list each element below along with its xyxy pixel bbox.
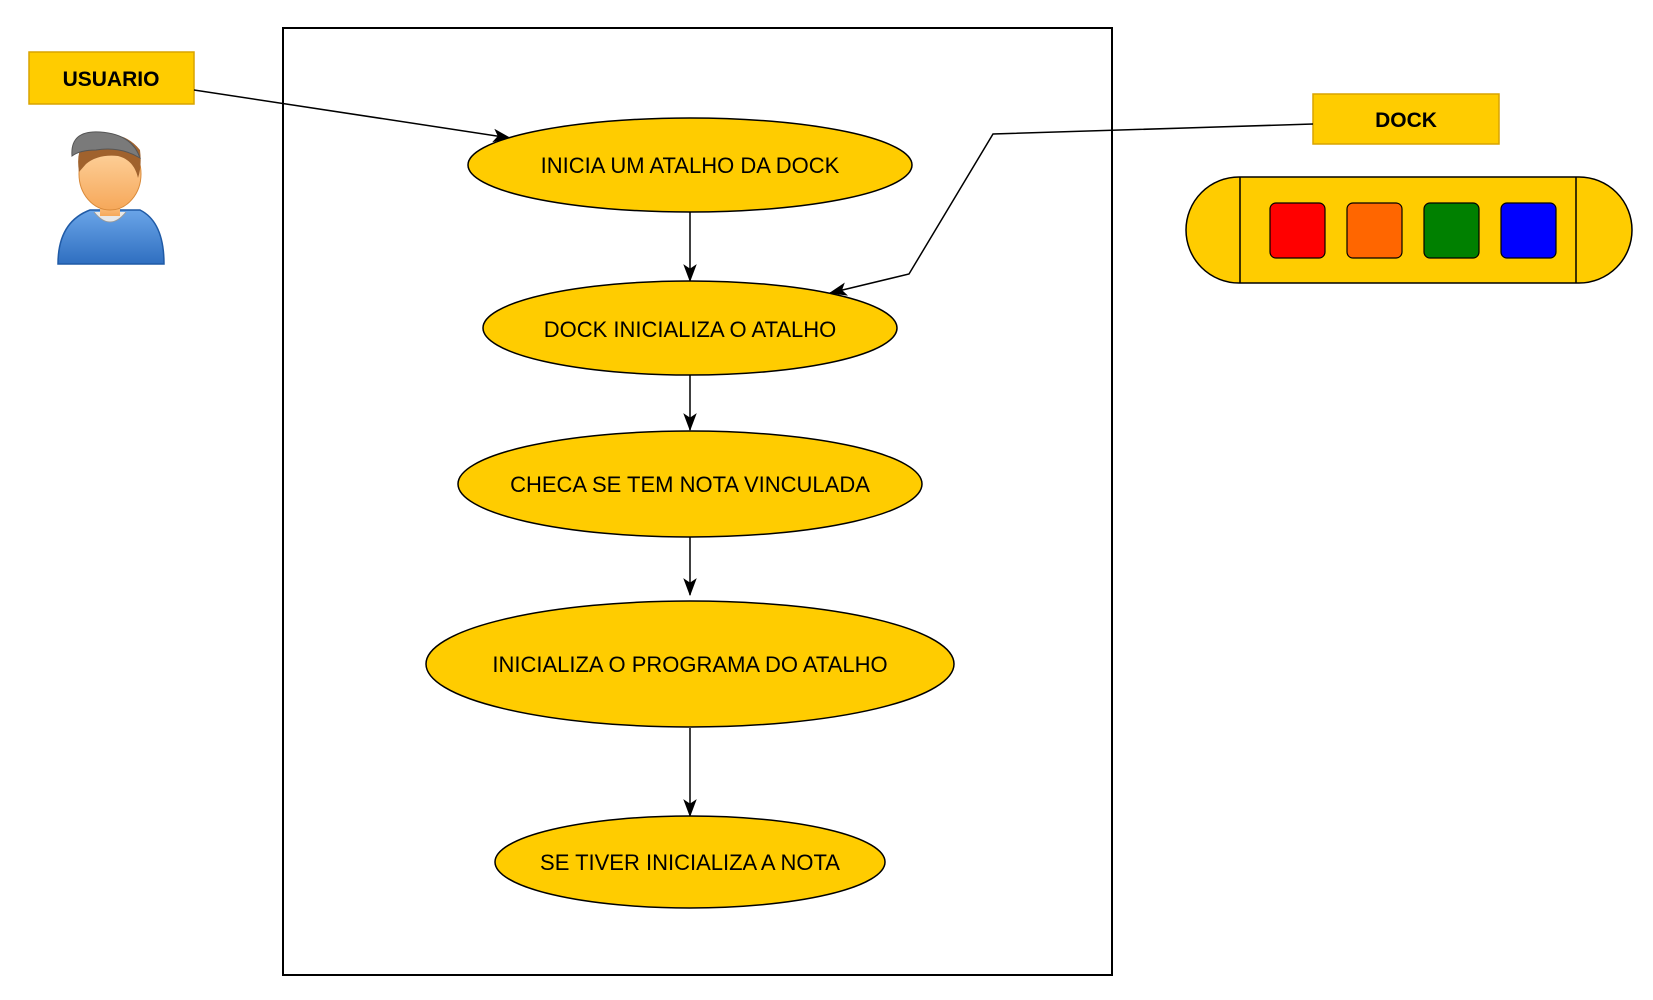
user-to-step1-connector xyxy=(193,89,512,143)
user-actor-label: USUARIO xyxy=(28,51,195,105)
use-case-step-4: INICIALIZA O PROGRAMA DO ATALHO xyxy=(425,600,955,728)
use-case-step-2-label: DOCK INICIALIZA O ATALHO xyxy=(544,317,837,342)
use-case-step-5: SE TIVER INICIALIZA A NOTA xyxy=(494,815,886,909)
dock-icon xyxy=(1185,176,1633,284)
dock-actor-label: DOCK xyxy=(1312,93,1500,145)
dock-slot-red xyxy=(1269,202,1326,259)
dock-slot-blue xyxy=(1500,202,1557,259)
use-case-step-4-label: INICIALIZA O PROGRAMA DO ATALHO xyxy=(492,652,887,677)
user-actor-label-text: USUARIO xyxy=(63,68,160,91)
use-case-step-5-label: SE TIVER INICIALIZA A NOTA xyxy=(540,850,840,875)
dock-slot-green xyxy=(1423,202,1480,259)
use-case-step-2: DOCK INICIALIZA O ATALHO xyxy=(482,280,898,376)
dock-to-step2-connector xyxy=(828,123,1314,296)
use-case-step-3: CHECA SE TEM NOTA VINCULADA xyxy=(457,430,923,538)
user-icon xyxy=(57,131,165,265)
use-case-step-1: INICIA UM ATALHO DA DOCK xyxy=(467,117,913,213)
use-case-step-3-label: CHECA SE TEM NOTA VINCULADA xyxy=(510,472,870,497)
use-case-step-1-label: INICIA UM ATALHO DA DOCK xyxy=(541,153,840,178)
dock-actor-label-text: DOCK xyxy=(1375,109,1437,132)
dock-slot-orange xyxy=(1346,202,1403,259)
